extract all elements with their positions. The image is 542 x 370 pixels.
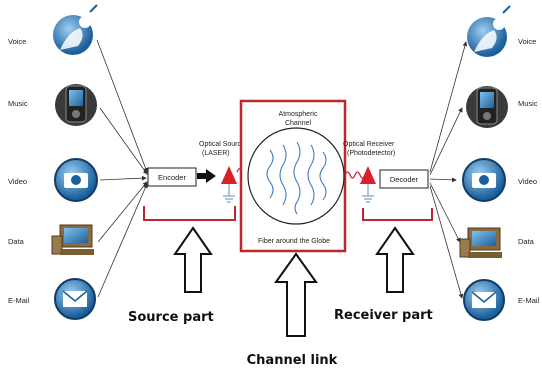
left-music-player-icon [55,84,97,126]
right-label-voice: Voice [518,37,536,46]
right-label-data: Data [518,237,535,246]
optical-source-label-line1: Optical Source [199,141,245,148]
channel-link-up-arrow [274,252,318,337]
encoder-to-laser-arrow [197,169,216,183]
source-part-bracket [143,206,236,221]
source-part-caption: Source part [128,310,214,325]
optical-receiver-label-line2: (Photodetector) [347,150,395,157]
encoder-box [147,167,197,187]
left-label-video: Video [8,177,27,186]
left-label-data: Data [8,237,25,246]
globe-circle [247,127,345,225]
left-label-music: Music [8,99,28,108]
left-computer-data-icon [51,224,94,255]
fiber-label: Fiber around the Globe [258,238,330,245]
left-input-lines [96,39,148,298]
optical-receiver-label-line1: Optical Receiver [343,141,395,148]
receiver-wave [344,171,366,179]
right-output-lines [429,41,468,299]
right-envelope-icon [463,279,505,321]
right-label-email: E-Mail [518,296,540,305]
photodetector-triangle [360,166,376,184]
decoder-label: Decoder [390,175,419,184]
channel-label-line1: Atmospheric [279,111,318,118]
receiver-part-up-arrow [375,226,415,293]
right-music-player-icon [466,86,508,128]
laser-triangle [221,166,237,184]
atmospheric-turbulence-lines [266,141,327,215]
optical-source-label-line2: (LASER) [202,150,230,157]
left-video-camera-icon [54,158,98,202]
right-video-camera-icon [462,158,506,202]
right-voice-icon [467,5,511,57]
channel-link-caption: Channel link [247,353,338,368]
left-envelope-icon [54,278,96,320]
encoder-label: Encoder [158,173,186,182]
left-voice-icon [53,4,98,55]
receiver-part-bracket [362,208,433,221]
receiver-part-caption: Receiver part [334,308,433,323]
source-part-up-arrow [173,226,213,293]
right-computer-data-icon [459,227,502,258]
channel-label-line2: Channel [285,120,312,127]
left-label-voice: Voice [8,37,26,46]
right-label-music: Music [518,99,538,108]
right-label-video: Video [518,177,537,186]
decoder-box [379,169,429,189]
left-label-email: E-Mail [8,296,30,305]
